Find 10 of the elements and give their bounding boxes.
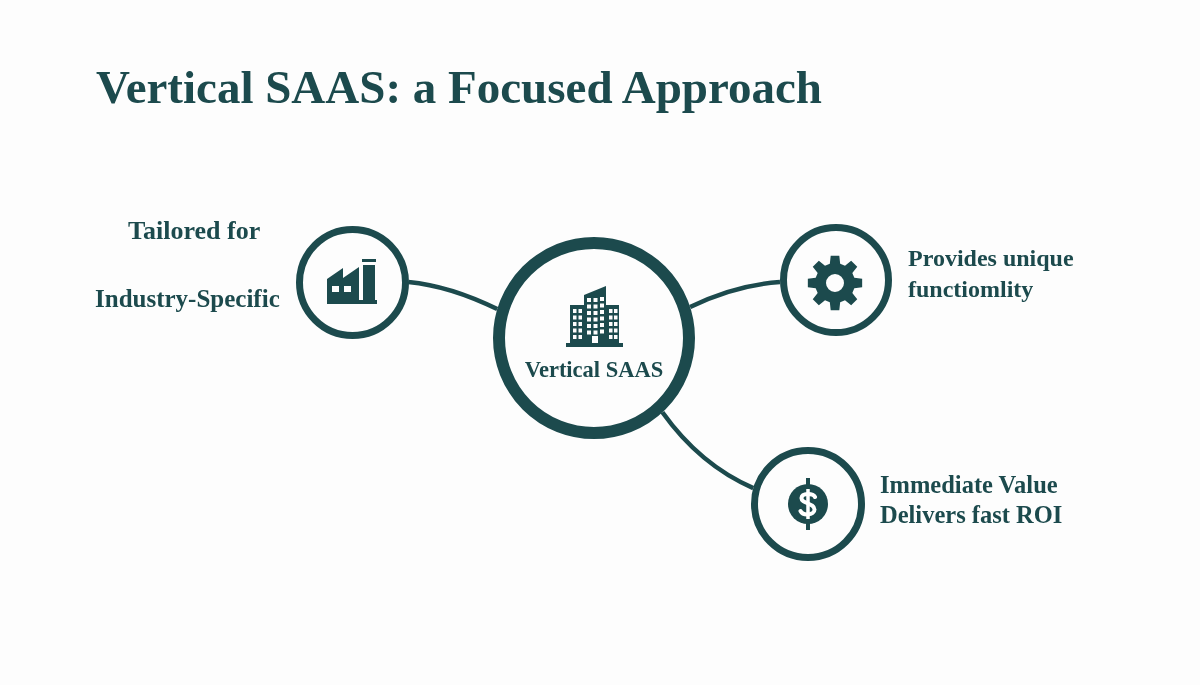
node-caption: Industry-Specific <box>95 284 280 314</box>
node-caption: Tailored for <box>128 215 261 247</box>
node-caption: Immediate Value <box>880 470 1058 500</box>
node-caption: Provides unique functiomlity <box>908 244 1075 304</box>
node-caption: Delivers fast ROI <box>880 500 1063 530</box>
connector-line <box>660 410 755 491</box>
connector-line <box>408 279 499 312</box>
connector-line <box>689 279 781 310</box>
diagram-title: Vertical SAAS: a Focused Approach <box>96 60 822 115</box>
node-label: Vertical SAAS <box>523 356 665 383</box>
